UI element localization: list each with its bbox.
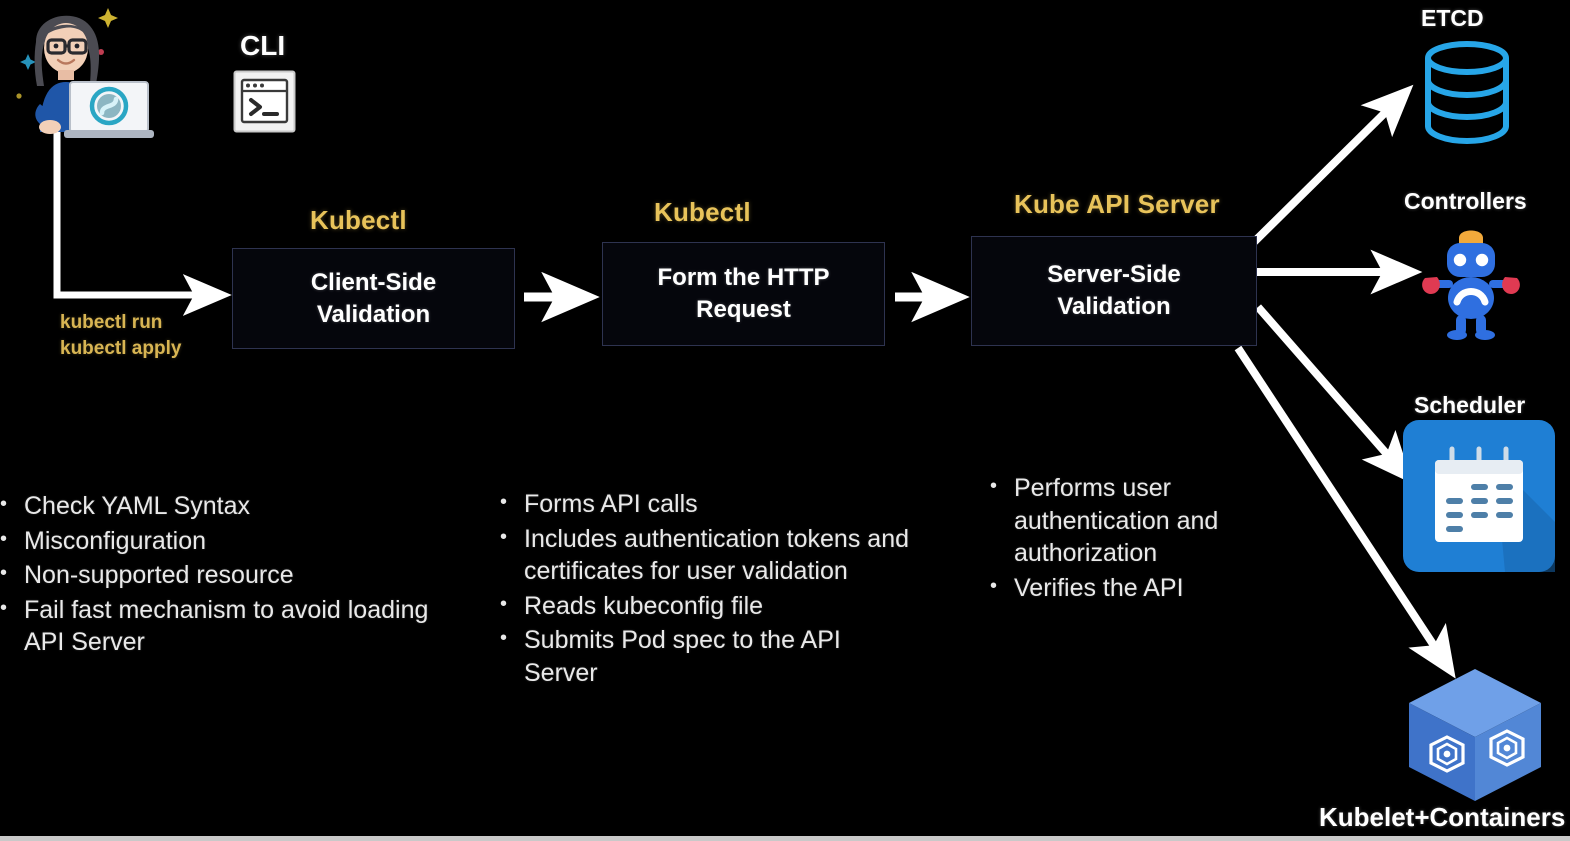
bullet-dot-icon: •: [500, 592, 508, 615]
bullet-dot-icon: •: [0, 596, 8, 619]
bullet-dot-icon: •: [990, 574, 998, 597]
database-cylinder-icon: [1421, 40, 1513, 145]
developer-illustration: [6, 0, 156, 140]
bullet-dot-icon: •: [500, 525, 508, 548]
list-item: • Non-supported resource: [0, 561, 294, 589]
bullet-dot-icon: •: [500, 491, 508, 513]
terminal-icon: [233, 70, 296, 133]
cube-containers-icon: [1401, 665, 1549, 805]
step-label-client-side-validation: Kubectl: [310, 205, 407, 235]
list-item: • Includes authentication tokens and cer…: [500, 524, 909, 586]
step-title-form-http-request: Form the HTTP Request: [657, 264, 830, 323]
node-label-scheduler: Scheduler: [1414, 392, 1526, 418]
node-label-etcd: ETCD: [1421, 5, 1484, 31]
details-client-side-validation: • Check YAML Syntax • Misconfiguration •…: [0, 490, 470, 661]
list-item: • Verifies the API: [990, 573, 1184, 602]
kubernetes-glyph: [1489, 729, 1525, 767]
step-label-form-http-request: Kubectl: [654, 197, 751, 227]
list-item: • Performs user authentication and autho…: [990, 474, 1219, 567]
list-item: • Submits Pod spec to the API Server: [500, 626, 841, 687]
connector-api-to-etcd: [1250, 84, 1414, 246]
step-box-server-side-validation[interactable]: Server-Side Validation: [971, 236, 1257, 346]
bullet-dot-icon: •: [0, 527, 8, 550]
robot-icon: [1421, 222, 1521, 340]
node-label-controllers: Controllers: [1404, 188, 1527, 214]
step-box-client-side-validation[interactable]: Client-Side Validation: [232, 248, 515, 349]
calendar-icon: [1403, 420, 1555, 572]
bullet-dot-icon: •: [0, 493, 8, 515]
connector-api-to-scheduler: [1254, 304, 1413, 484]
bullet-dot-icon: •: [500, 627, 508, 649]
list-item: • Fail fast mechanism to avoid loading A…: [0, 595, 429, 657]
step-label-server-side-validation: Kube API Server: [1014, 189, 1220, 219]
step-title-server-side-validation: Server-Side Validation: [1047, 261, 1181, 320]
details-form-http-request: • Forms API calls • Includes authenticat…: [500, 488, 920, 691]
node-label-kubelet-containers: Kubelet+Containers: [1319, 802, 1566, 832]
list-item: • Forms API calls: [500, 490, 698, 518]
list-item: • Misconfiguration: [0, 526, 207, 555]
kubectl-commands-text: kubectl run kubectl apply: [60, 312, 182, 359]
connector-user-to-client-validation: [53, 131, 232, 316]
cli-label: CLI: [240, 30, 286, 61]
bottom-edge-strip: [0, 836, 1570, 841]
details-api-server: • Performs user authentication and autho…: [990, 472, 1320, 606]
list-item: • Check YAML Syntax: [0, 492, 251, 520]
bullet-dot-icon: •: [0, 562, 8, 584]
glasses-icon: [46, 38, 88, 55]
bullet-dot-icon: •: [990, 475, 998, 497]
list-item: • Reads kubeconfig file: [500, 591, 764, 620]
kubernetes-glyph: [1429, 735, 1465, 773]
step-box-form-http-request[interactable]: Form the HTTP Request: [602, 242, 885, 346]
step-title-client-side-validation: Client-Side Validation: [310, 268, 437, 328]
